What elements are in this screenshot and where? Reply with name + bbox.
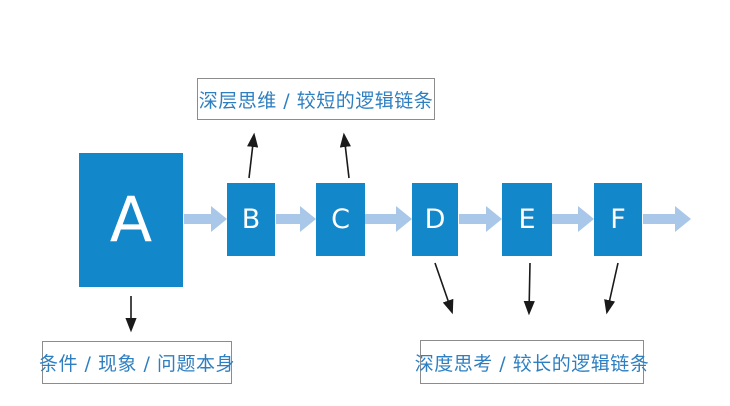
- node-label-d: D: [424, 204, 446, 235]
- node-box-d: D: [412, 183, 458, 256]
- flow-arrow-d-e: [459, 206, 502, 232]
- node-box-b: B: [227, 183, 275, 256]
- flow-arrow-f-out: [643, 206, 691, 232]
- annotation-arrow-f-down: [604, 262, 619, 315]
- flow-arrow-b-c: [276, 206, 316, 232]
- node-label-b: B: [241, 204, 261, 235]
- annotation-arrow-c-up: [339, 132, 351, 179]
- annotation-box-bottom-right: 深度思考 / 较长的逻辑链条: [415, 340, 649, 384]
- annotation-text-top: 深层思维 / 较短的逻辑链条: [198, 89, 434, 112]
- annotation-box-bottom-left: 条件 / 现象 / 问题本身: [39, 341, 235, 384]
- node-label-f: F: [610, 204, 626, 235]
- node-box-a: A: [79, 153, 183, 287]
- annotation-text-bottom-left: 条件 / 现象 / 问题本身: [39, 353, 235, 375]
- annotation-arrow-e-down: [523, 262, 535, 316]
- node-label-a: A: [109, 183, 153, 256]
- node-label-e: E: [518, 204, 536, 235]
- node-label-c: C: [331, 204, 350, 235]
- annotation-arrow-d-down: [434, 262, 454, 315]
- annotation-box-top: 深层思维 / 较短的逻辑链条: [197, 78, 435, 120]
- annotation-arrow-b-up: [247, 132, 259, 179]
- flow-arrow-c-d: [365, 206, 412, 232]
- node-box-c: C: [316, 183, 365, 256]
- node-box-e: E: [502, 183, 552, 256]
- flow-arrow-a-b: [184, 206, 227, 232]
- annotation-text-bottom-right: 深度思考 / 较长的逻辑链条: [414, 352, 650, 375]
- flow-arrow-e-f: [551, 206, 594, 232]
- node-box-f: F: [594, 183, 642, 256]
